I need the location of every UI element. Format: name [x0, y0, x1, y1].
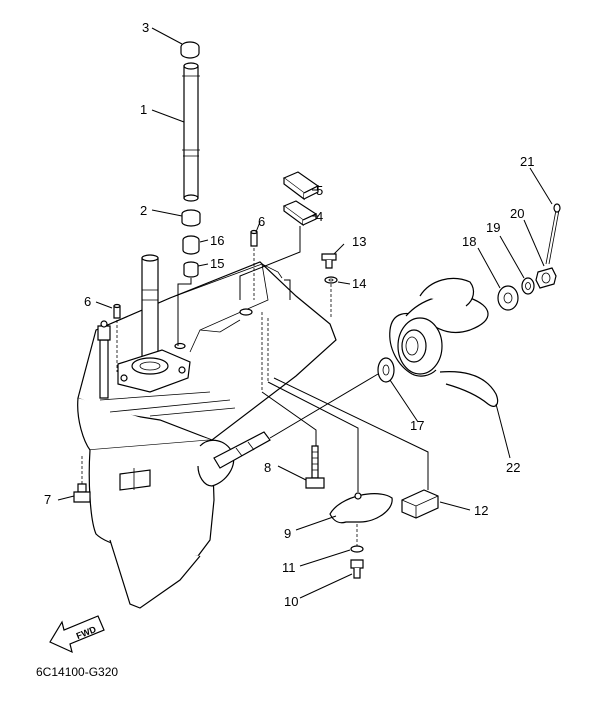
part-5-rubber-seal: [282, 171, 320, 201]
callout-7: 7: [44, 492, 51, 507]
drawing-code: 6C14100-G320: [36, 665, 118, 679]
part-15-bushing: [183, 261, 199, 278]
part-18-spacer: [497, 285, 519, 311]
part-10-bolt: [350, 559, 364, 579]
callout-labels: 3 1 2 16 15 6 6 5 4 13 14 7 8 9 11 10 12…: [44, 20, 534, 609]
callout-16: 16: [210, 233, 224, 248]
callout-5: 5: [316, 183, 323, 198]
callout-18: 18: [462, 234, 476, 249]
part-11-washer: [350, 545, 364, 553]
callout-20: 20: [510, 206, 524, 221]
part-17-thrust-washer: [377, 357, 395, 383]
part-2-grommet: [181, 209, 201, 227]
part-20-castle-nut: [535, 267, 557, 289]
part-9-trim-tab: [329, 492, 393, 524]
part-8-bolt: [305, 445, 325, 489]
callout-17: 17: [410, 418, 424, 433]
callout-11: 11: [282, 560, 296, 575]
callout-6-a: 6: [258, 214, 265, 229]
part-22-propeller: [389, 277, 499, 407]
leader-lines: [57, 27, 553, 599]
part-12-anode: [401, 489, 439, 519]
callout-19: 19: [486, 220, 500, 235]
part-16-seal: [182, 235, 200, 255]
callout-1: 1: [140, 102, 147, 117]
callout-21: 21: [520, 154, 534, 169]
assembly-guide-lines: [81, 226, 429, 546]
part-7-bolt: [73, 483, 91, 503]
part-6-dowel-pin-b: [113, 303, 121, 319]
callout-6-b: 6: [84, 294, 91, 309]
fwd-arrow-icon: FWD: [49, 615, 105, 654]
part-4-rubber-seal: [282, 200, 318, 227]
part-14-washer: [324, 276, 338, 284]
callout-10: 10: [284, 594, 298, 609]
callout-2: 2: [140, 203, 147, 218]
part-19-washer: [521, 277, 535, 295]
part-21-cotter-pin: [545, 203, 561, 265]
part-13-bolt: [321, 253, 337, 269]
callout-9: 9: [284, 526, 291, 541]
callout-22: 22: [506, 460, 520, 475]
callout-3: 3: [142, 20, 149, 35]
callout-14: 14: [352, 276, 366, 291]
part-6-dowel-pin-a: [250, 229, 258, 247]
callout-15: 15: [210, 256, 224, 271]
callout-13: 13: [352, 234, 366, 249]
part-1-water-tube: [182, 62, 200, 202]
callout-4: 4: [316, 209, 323, 224]
part-3-grommet: [180, 41, 200, 59]
lower-unit-housing: [77, 254, 337, 609]
callout-12: 12: [474, 503, 488, 518]
callout-8: 8: [264, 460, 271, 475]
